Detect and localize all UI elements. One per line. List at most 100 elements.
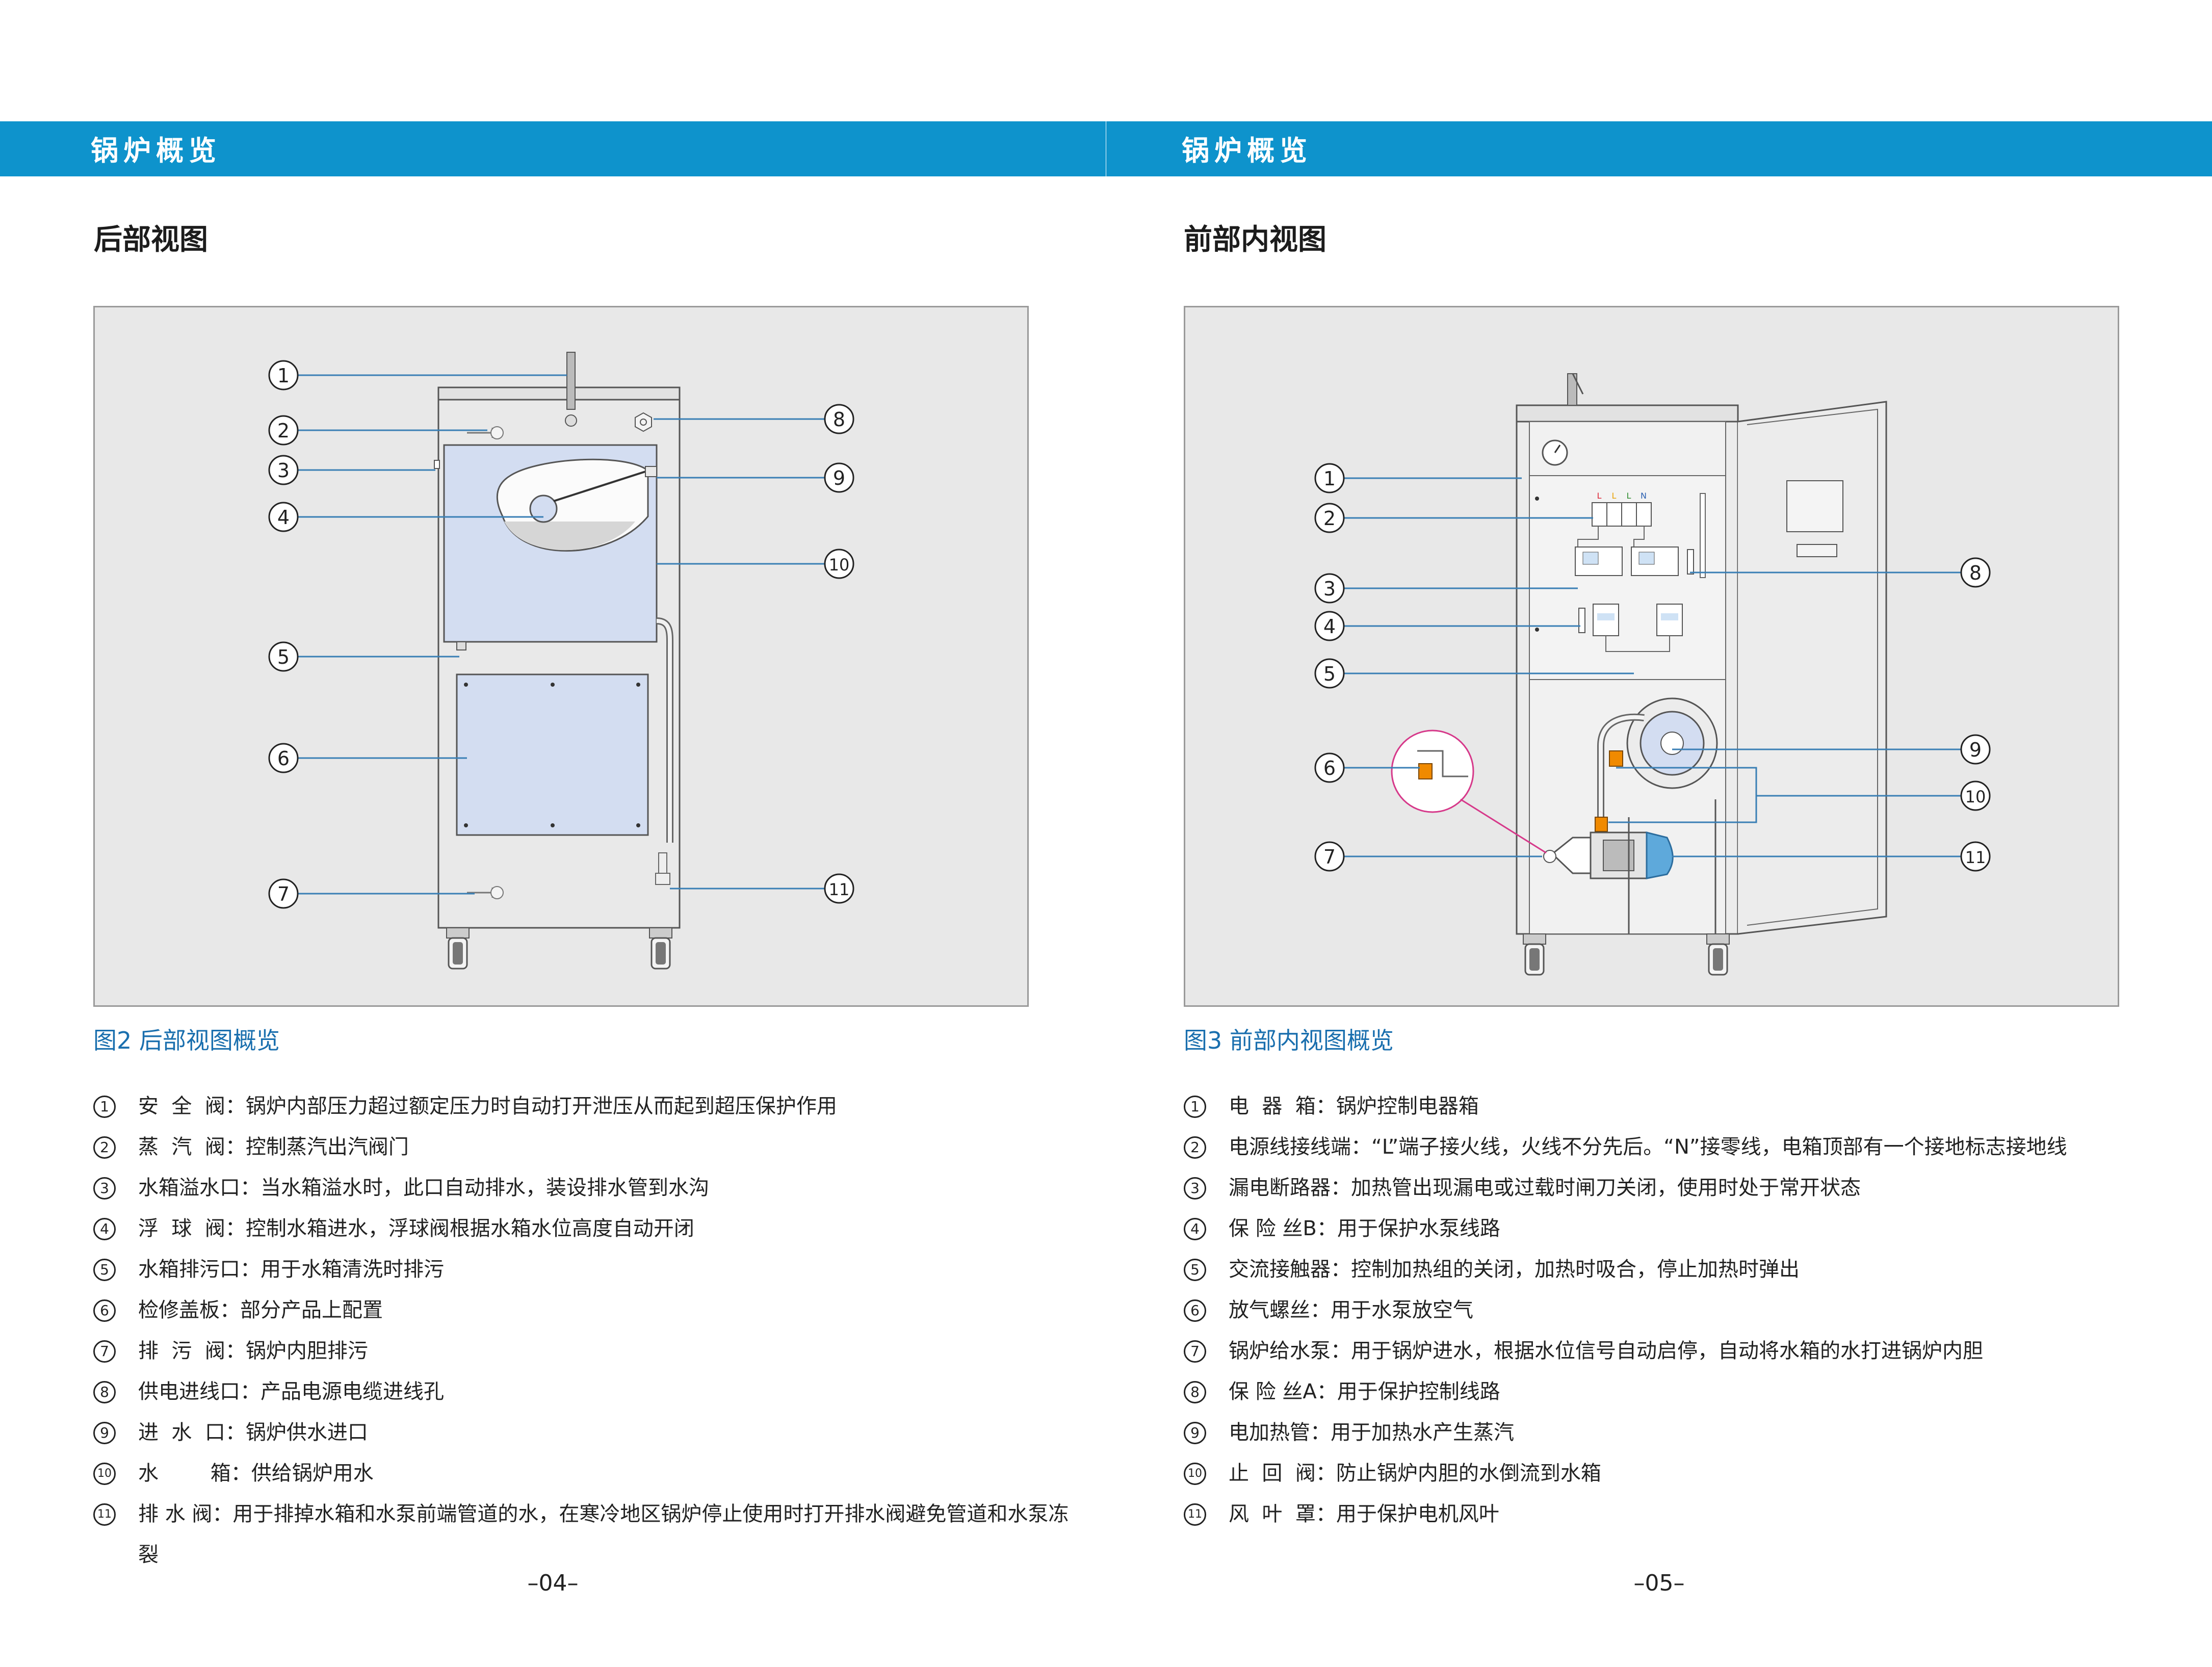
svg-text:1: 1 [277,364,290,387]
callout-9: 9 [824,462,854,493]
figure-caption: 图2 后部视图概览 [93,1027,280,1054]
rear-view-diagram: 1 2 3 4 5 6 7 8 9 10 11 [268,352,854,970]
tank-drain-icon [456,641,466,650]
section-title: 前部内视图 [1184,223,1326,256]
item-number: 2 [93,1136,116,1159]
svg-text:4: 4 [277,506,290,529]
item-text: 水 箱：供给锅炉用水 [138,1462,374,1485]
svg-text:1: 1 [1323,467,1336,490]
item-number: 3 [1184,1177,1206,1200]
list-item: 1 电 器 箱：锅炉控制电器箱 [1184,1086,2163,1127]
svg-text:L: L [1612,491,1617,501]
air-vent-screw-icon [1543,850,1556,863]
callout-4: 4 [268,502,299,532]
svg-text:2: 2 [277,420,290,442]
overflow-port-icon [434,460,440,469]
right-wheel-icon [1706,933,1730,976]
page-number: –05– [1633,1570,1685,1596]
item-number: 11 [93,1503,116,1526]
callout-7: 7 [268,878,299,909]
svg-text:6: 6 [1323,757,1336,779]
svg-text:7: 7 [1323,846,1336,868]
callout-2: 2 [268,415,299,446]
item-text: 安 全 阀：锅炉内部压力超过额定压力时自动打开泄压从而起到超压保护作用 [138,1095,837,1118]
power-inlet-icon [635,412,652,432]
item-number: 8 [93,1381,116,1403]
svg-text:11: 11 [1965,848,1986,867]
item-number: 11 [1184,1503,1206,1526]
item-text: 放气螺丝：用于水泵放空气 [1229,1298,1473,1322]
item-text: 电 器 箱：锅炉控制电器箱 [1229,1095,1479,1118]
item-number: 7 [93,1340,116,1363]
callout-6: 6 [1314,752,1345,783]
svg-text:7: 7 [277,883,290,905]
figure-caption: 图3 前部内视图概览 [1184,1027,1394,1054]
front-interior-figure: L L L N [1184,306,2119,1007]
left-wheel-icon [1523,933,1546,976]
rear-view-figure: 1 2 3 4 5 6 7 8 9 10 11 [93,306,1029,1007]
cabinet-door [1737,401,1887,935]
svg-text:5: 5 [277,646,290,668]
svg-text:9: 9 [833,467,845,489]
item-number: 4 [1184,1218,1206,1240]
svg-text:5: 5 [1323,663,1336,685]
leader-lines [292,374,829,895]
leakage-breaker-icon [1631,546,1679,576]
cabinet-top [437,386,681,401]
band-title: 锅炉概览 [91,135,221,167]
drain-valve-icon [658,852,667,874]
svg-text:10: 10 [829,555,850,575]
svg-text:4: 4 [1323,615,1336,638]
item-text: 排 水 阀：用于排掉水箱和水泵前端管道的水，在寒冷地区锅炉停止使用时打开排水阀避… [138,1502,1069,1567]
item-number: 7 [1184,1340,1206,1363]
list-item: 7 锅炉给水泵：用于锅炉进水，根据水位信号自动启停，自动将水箱的水打进锅炉内胆 [1184,1331,2163,1371]
feed-pump-icon [1551,831,1648,879]
header-band [1106,121,2212,176]
item-text: 锅炉给水泵：用于锅炉进水，根据水位信号自动启停，自动将水箱的水打进锅炉内胆 [1229,1339,1983,1363]
item-number: 3 [93,1177,116,1200]
item-text: 进 水 口：锅炉供水进口 [138,1421,368,1444]
callout-4: 4 [1314,611,1345,641]
left-wheel-icon [446,927,470,970]
inspection-cover [456,673,649,836]
svg-text:3: 3 [1323,578,1336,600]
section-title: 后部视图 [94,223,208,256]
svg-text:L: L [1597,491,1602,501]
fan-cover-icon [1646,831,1674,879]
fuse-a-icon [1687,549,1694,575]
svg-text:8: 8 [1969,562,1982,584]
check-valve-icon [1609,750,1623,767]
water-inlet-icon [645,466,657,477]
callout-1: 1 [268,360,299,390]
item-number: 6 [93,1299,116,1322]
list-item: 4 保 险 丝B：用于保护水泵线路 [1184,1208,2163,1249]
list-item: 3 漏电断路器：加热管出现漏电或过载时闸刀关闭，使用时处于常开状态 [1184,1167,2163,1208]
item-text: 电源线接线端：“L”端子接火线，火线不分先后。“N”接零线，电箱顶部有一个接地标… [1229,1135,2067,1159]
leader-lines [1338,477,1965,857]
item-text: 漏电断路器：加热管出现漏电或过载时闸刀关闭，使用时处于常开状态 [1229,1176,1861,1200]
svg-text:10: 10 [1965,787,1986,806]
callout-6: 6 [268,743,299,773]
item-text: 供电进线口：产品电源电缆进线孔 [138,1380,444,1403]
item-text: 电加热管：用于加热水产生蒸汽 [1229,1421,1514,1444]
list-item: 11 风 叶 罩：用于保护电机风叶 [1184,1494,2163,1534]
callout-1: 1 [1314,463,1345,493]
item-text: 风 叶 罩：用于保护电机风叶 [1229,1502,1499,1526]
item-text: 排 污 阀：锅炉内胆排污 [138,1339,368,1363]
safety-valve-icon [566,352,576,410]
callout-8: 8 [824,404,854,434]
item-number: 1 [1184,1096,1206,1118]
item-number: 8 [1184,1381,1206,1403]
item-text: 保 险 丝B：用于保护水泵线路 [1229,1217,1500,1240]
item-text: 检修盖板：部分产品上配置 [138,1298,383,1322]
